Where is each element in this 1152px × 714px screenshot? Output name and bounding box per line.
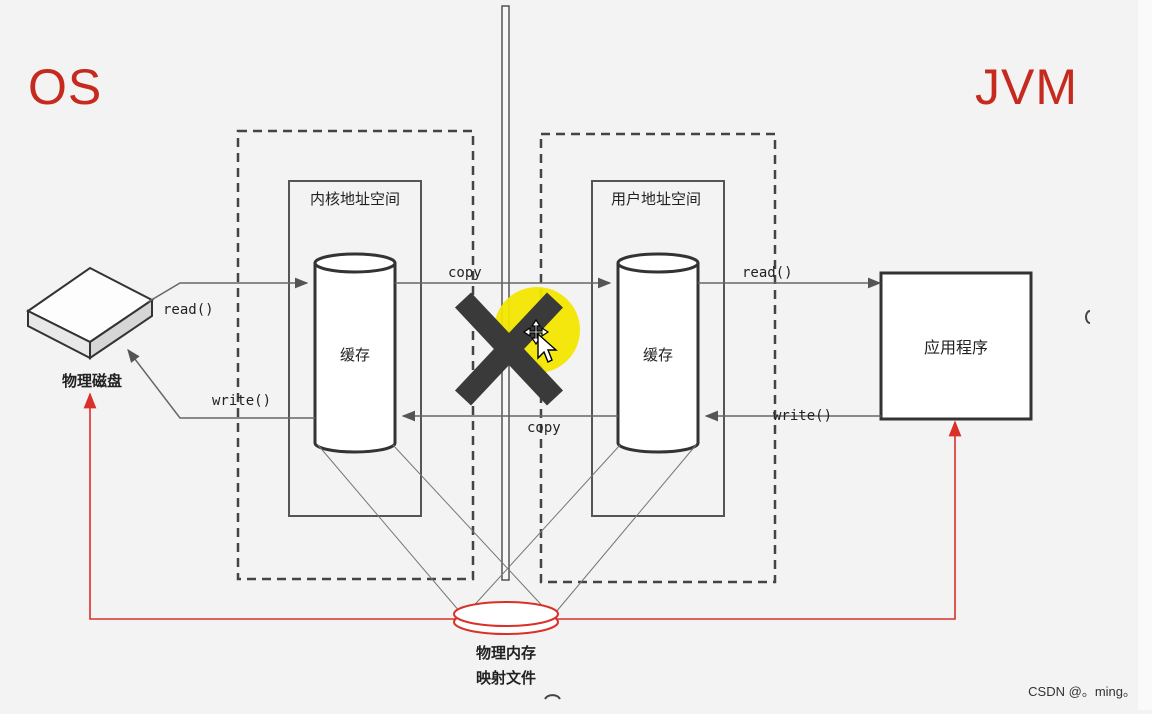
mapped-file-disc (454, 602, 558, 634)
copy-bottom-label: copy (527, 420, 561, 436)
mapped-file-label-line2: 映射文件 (476, 669, 536, 687)
app-label: 应用程序 (924, 338, 988, 357)
kernel-cache-label: 缓存 (340, 346, 370, 364)
edge-mark (1086, 311, 1090, 323)
disk-read-label: read() (163, 302, 214, 318)
mapped-file-label-line1: 物理内存 (476, 644, 536, 662)
watermark: CSDN @。ming。 (1028, 681, 1136, 700)
disk-mapping-red-arrow (90, 394, 455, 619)
kernel-user-divider (502, 6, 509, 580)
os-title: OS (28, 58, 102, 116)
kernel-space-label: 内核地址空间 (310, 190, 400, 208)
disk-read-arrow (148, 283, 307, 302)
copy-top-label: copy (448, 265, 482, 281)
app-mapping-red-arrow (557, 422, 955, 619)
app-read-label: read() (742, 265, 793, 281)
right-edge-strip (1138, 0, 1152, 710)
user-space-label: 用户地址空间 (611, 190, 701, 208)
bottom-mark (545, 695, 560, 699)
jvm-title: JVM (975, 58, 1078, 116)
disk-label: 物理磁盘 (62, 372, 122, 390)
disk-write-label: write() (212, 393, 271, 409)
app-write-label: write() (773, 408, 832, 424)
user-cache-label: 缓存 (643, 346, 673, 364)
disk-icon (28, 268, 152, 358)
